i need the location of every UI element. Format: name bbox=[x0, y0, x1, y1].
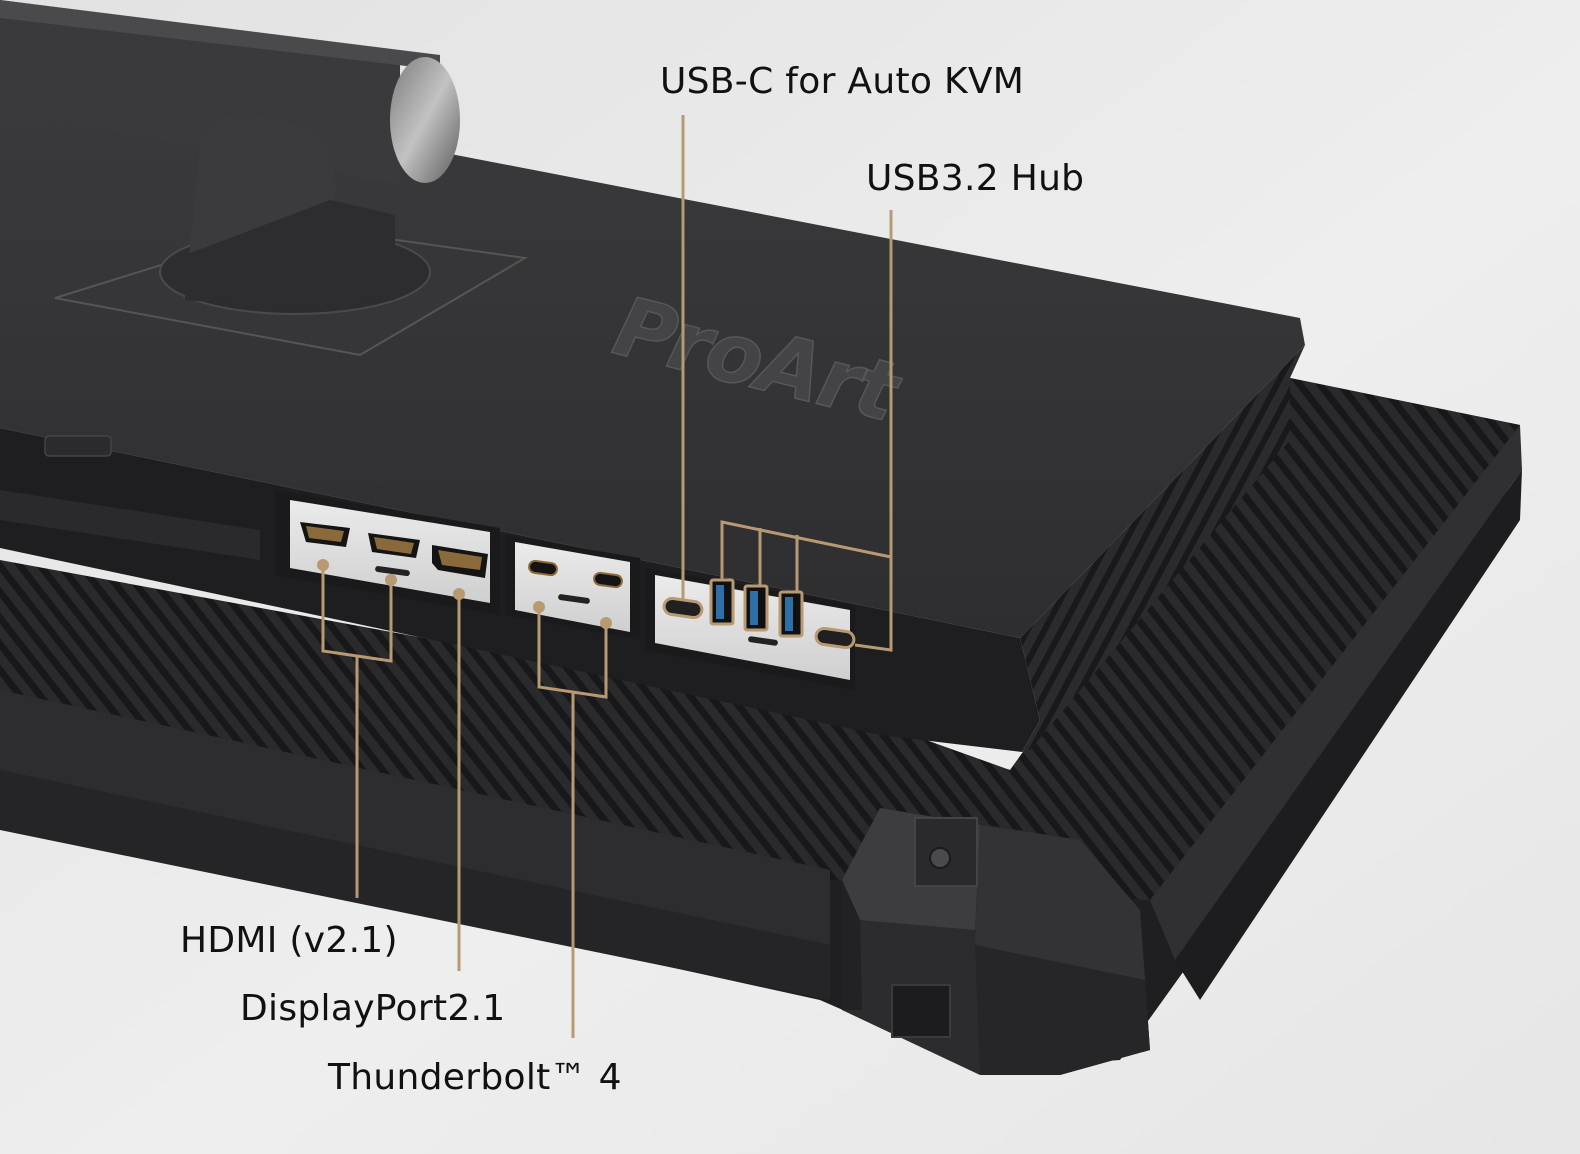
usb-hub-label: USB3.2 Hub bbox=[866, 158, 1085, 199]
screw-hole-icon bbox=[929, 847, 951, 869]
thunderbolt-port-icon bbox=[593, 571, 623, 589]
displayport-icon bbox=[432, 545, 488, 578]
thunderbolt-label: Thunderbolt™ 4 bbox=[328, 1057, 622, 1098]
hdmi-port-icon bbox=[300, 522, 350, 547]
usb-c-port-icon bbox=[662, 596, 704, 620]
callout-dots bbox=[317, 559, 612, 629]
usb-hub-leader bbox=[854, 210, 893, 652]
usb-a-port-icon bbox=[743, 584, 769, 632]
stand-arm bbox=[0, 0, 528, 357]
callout-lines bbox=[321, 115, 893, 1038]
usb-a-port-icon bbox=[778, 590, 804, 638]
stand-hinge-bracket bbox=[842, 808, 1150, 1075]
hdmi-port-icon bbox=[368, 533, 420, 558]
displayport-label: DisplayPort2.1 bbox=[240, 988, 506, 1029]
hinge-cap bbox=[390, 57, 460, 183]
usb-c-port-icon bbox=[814, 626, 856, 650]
thunderbolt-port-icon bbox=[528, 559, 558, 577]
hdmi-leader bbox=[321, 562, 393, 898]
monitor-back-slab bbox=[0, 378, 1522, 1070]
usb-c-auto-kvm-label: USB-C for Auto KVM bbox=[660, 61, 1025, 102]
usb-a-port-icon bbox=[709, 578, 735, 626]
thunderbolt-leader bbox=[537, 605, 608, 1038]
hdmi-label: HDMI (v2.1) bbox=[180, 920, 398, 961]
usb-hub-bracket bbox=[720, 520, 892, 593]
